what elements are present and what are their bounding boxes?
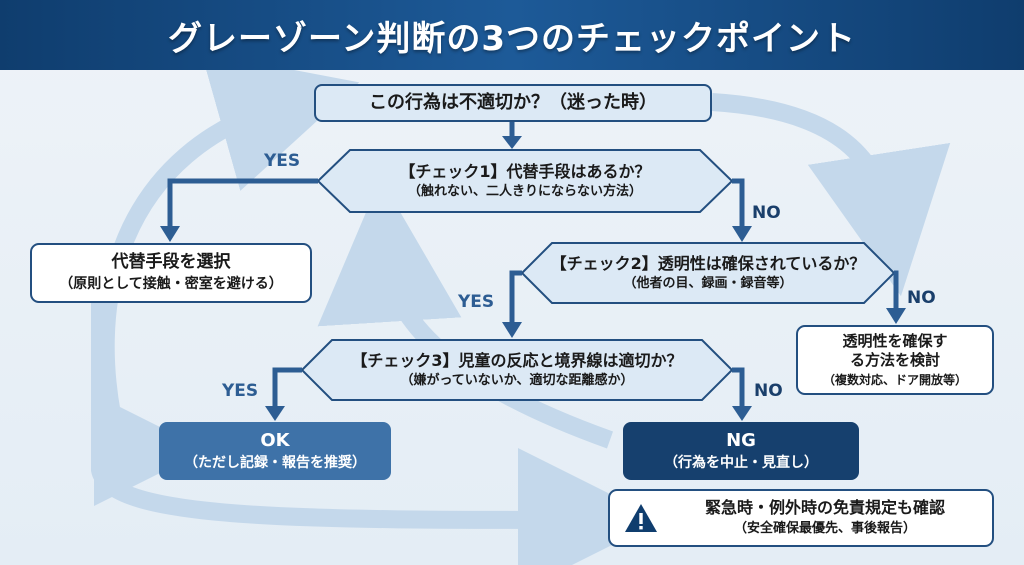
check2-title: 【チェック2】透明性は確保されているか？ <box>550 253 866 273</box>
alternative-title: 代替手段を選択 <box>111 252 231 273</box>
yes-label-check1: YES <box>264 151 301 171</box>
arrowhead-1 <box>502 136 522 149</box>
check1-node: 【チェック1】代替手段はあるか？ （触れない、二人きりにならない方法） <box>335 150 715 212</box>
bg-loop-arrow-right <box>711 93 951 297</box>
arrowhead-2 <box>160 226 180 242</box>
emergency-sub: （安全確保最優先、事後報告） <box>733 521 916 537</box>
warning-icon <box>625 504 657 532</box>
alternative-node: 代替手段を選択 （原則として接触・密室を避ける） <box>30 243 312 303</box>
transparency-node: 透明性を確保す る方法を検討 （複数対応、ドア開放等） <box>796 325 994 395</box>
arrow-no-check3 <box>732 367 745 408</box>
transparency-title-line1: 透明性を確保す <box>842 332 948 351</box>
arrowhead-6 <box>265 406 285 421</box>
arrow-yes-check1 <box>167 178 318 228</box>
no-label-check1: NO <box>752 203 781 223</box>
no-label-check3: NO <box>754 381 783 401</box>
check2-node: 【チェック2】透明性は確保されているか？ （他者の目、録画・録音等） <box>538 243 878 303</box>
transparency-sub: （複数対応、ドア開放等） <box>822 372 967 387</box>
no-label-check2: NO <box>907 288 936 308</box>
emergency-text: 緊急時・例外時の免責規定も確認 （安全確保最優先、事後報告） <box>658 498 992 537</box>
header-banner: グレーゾーン判断の3つのチェックポイント <box>0 0 1024 70</box>
ok-sub: （ただし記録・報告を推奨） <box>184 455 366 471</box>
arrow-no-check2 <box>893 270 899 310</box>
alternative-sub: （原則として接触・密室を避ける） <box>59 276 283 293</box>
ng-sub: （行為を中止・見直し） <box>664 455 818 471</box>
yes-label-check3: YES <box>222 381 259 401</box>
arrowhead-3 <box>732 226 752 242</box>
arrowhead-4 <box>502 322 522 338</box>
emergency-title: 緊急時・例外時の免責規定も確認 <box>704 498 945 518</box>
yes-label-check2: YES <box>458 292 495 312</box>
bg-arrow-to-ok <box>93 394 206 506</box>
check2-sub: （他者の目、録画・録音等） <box>623 275 793 291</box>
ng-title: NG <box>726 429 756 451</box>
start-text: この行為は不適切か？（迷った時） <box>369 91 657 113</box>
check1-sub: （触れない、二人きりにならない方法） <box>407 183 642 199</box>
arrow-no-check1 <box>732 178 745 228</box>
arrow-yes-check3 <box>272 367 302 408</box>
arrowhead-5 <box>886 308 906 324</box>
page-title: グレーゾーン判断の3つのチェックポイント <box>168 18 856 59</box>
check3-sub: （嫌がっていないか、適切な距離感か） <box>400 372 634 388</box>
start-node: この行為は不適切か？（迷った時） <box>314 84 712 122</box>
ok-node: OK （ただし記録・報告を推奨） <box>159 422 391 480</box>
check3-node: 【チェック3】児童の反応と境界線は適切か？ （嫌がっていないか、適切な距離感か） <box>318 340 716 400</box>
arrow-yes-check2 <box>509 270 522 324</box>
transparency-title-line2: る方法を検討 <box>849 351 940 369</box>
ng-node: NG （行為を中止・見直し） <box>623 422 859 480</box>
ok-title: OK <box>260 429 290 451</box>
emergency-node: 緊急時・例外時の免責規定も確認 （安全確保最優先、事後報告） <box>608 489 994 547</box>
check3-title: 【チェック3】児童の反応と境界線は適切か？ <box>351 350 683 370</box>
arrowhead-7 <box>732 406 752 421</box>
check1-title: 【チェック1】代替手段はあるか？ <box>399 161 651 181</box>
